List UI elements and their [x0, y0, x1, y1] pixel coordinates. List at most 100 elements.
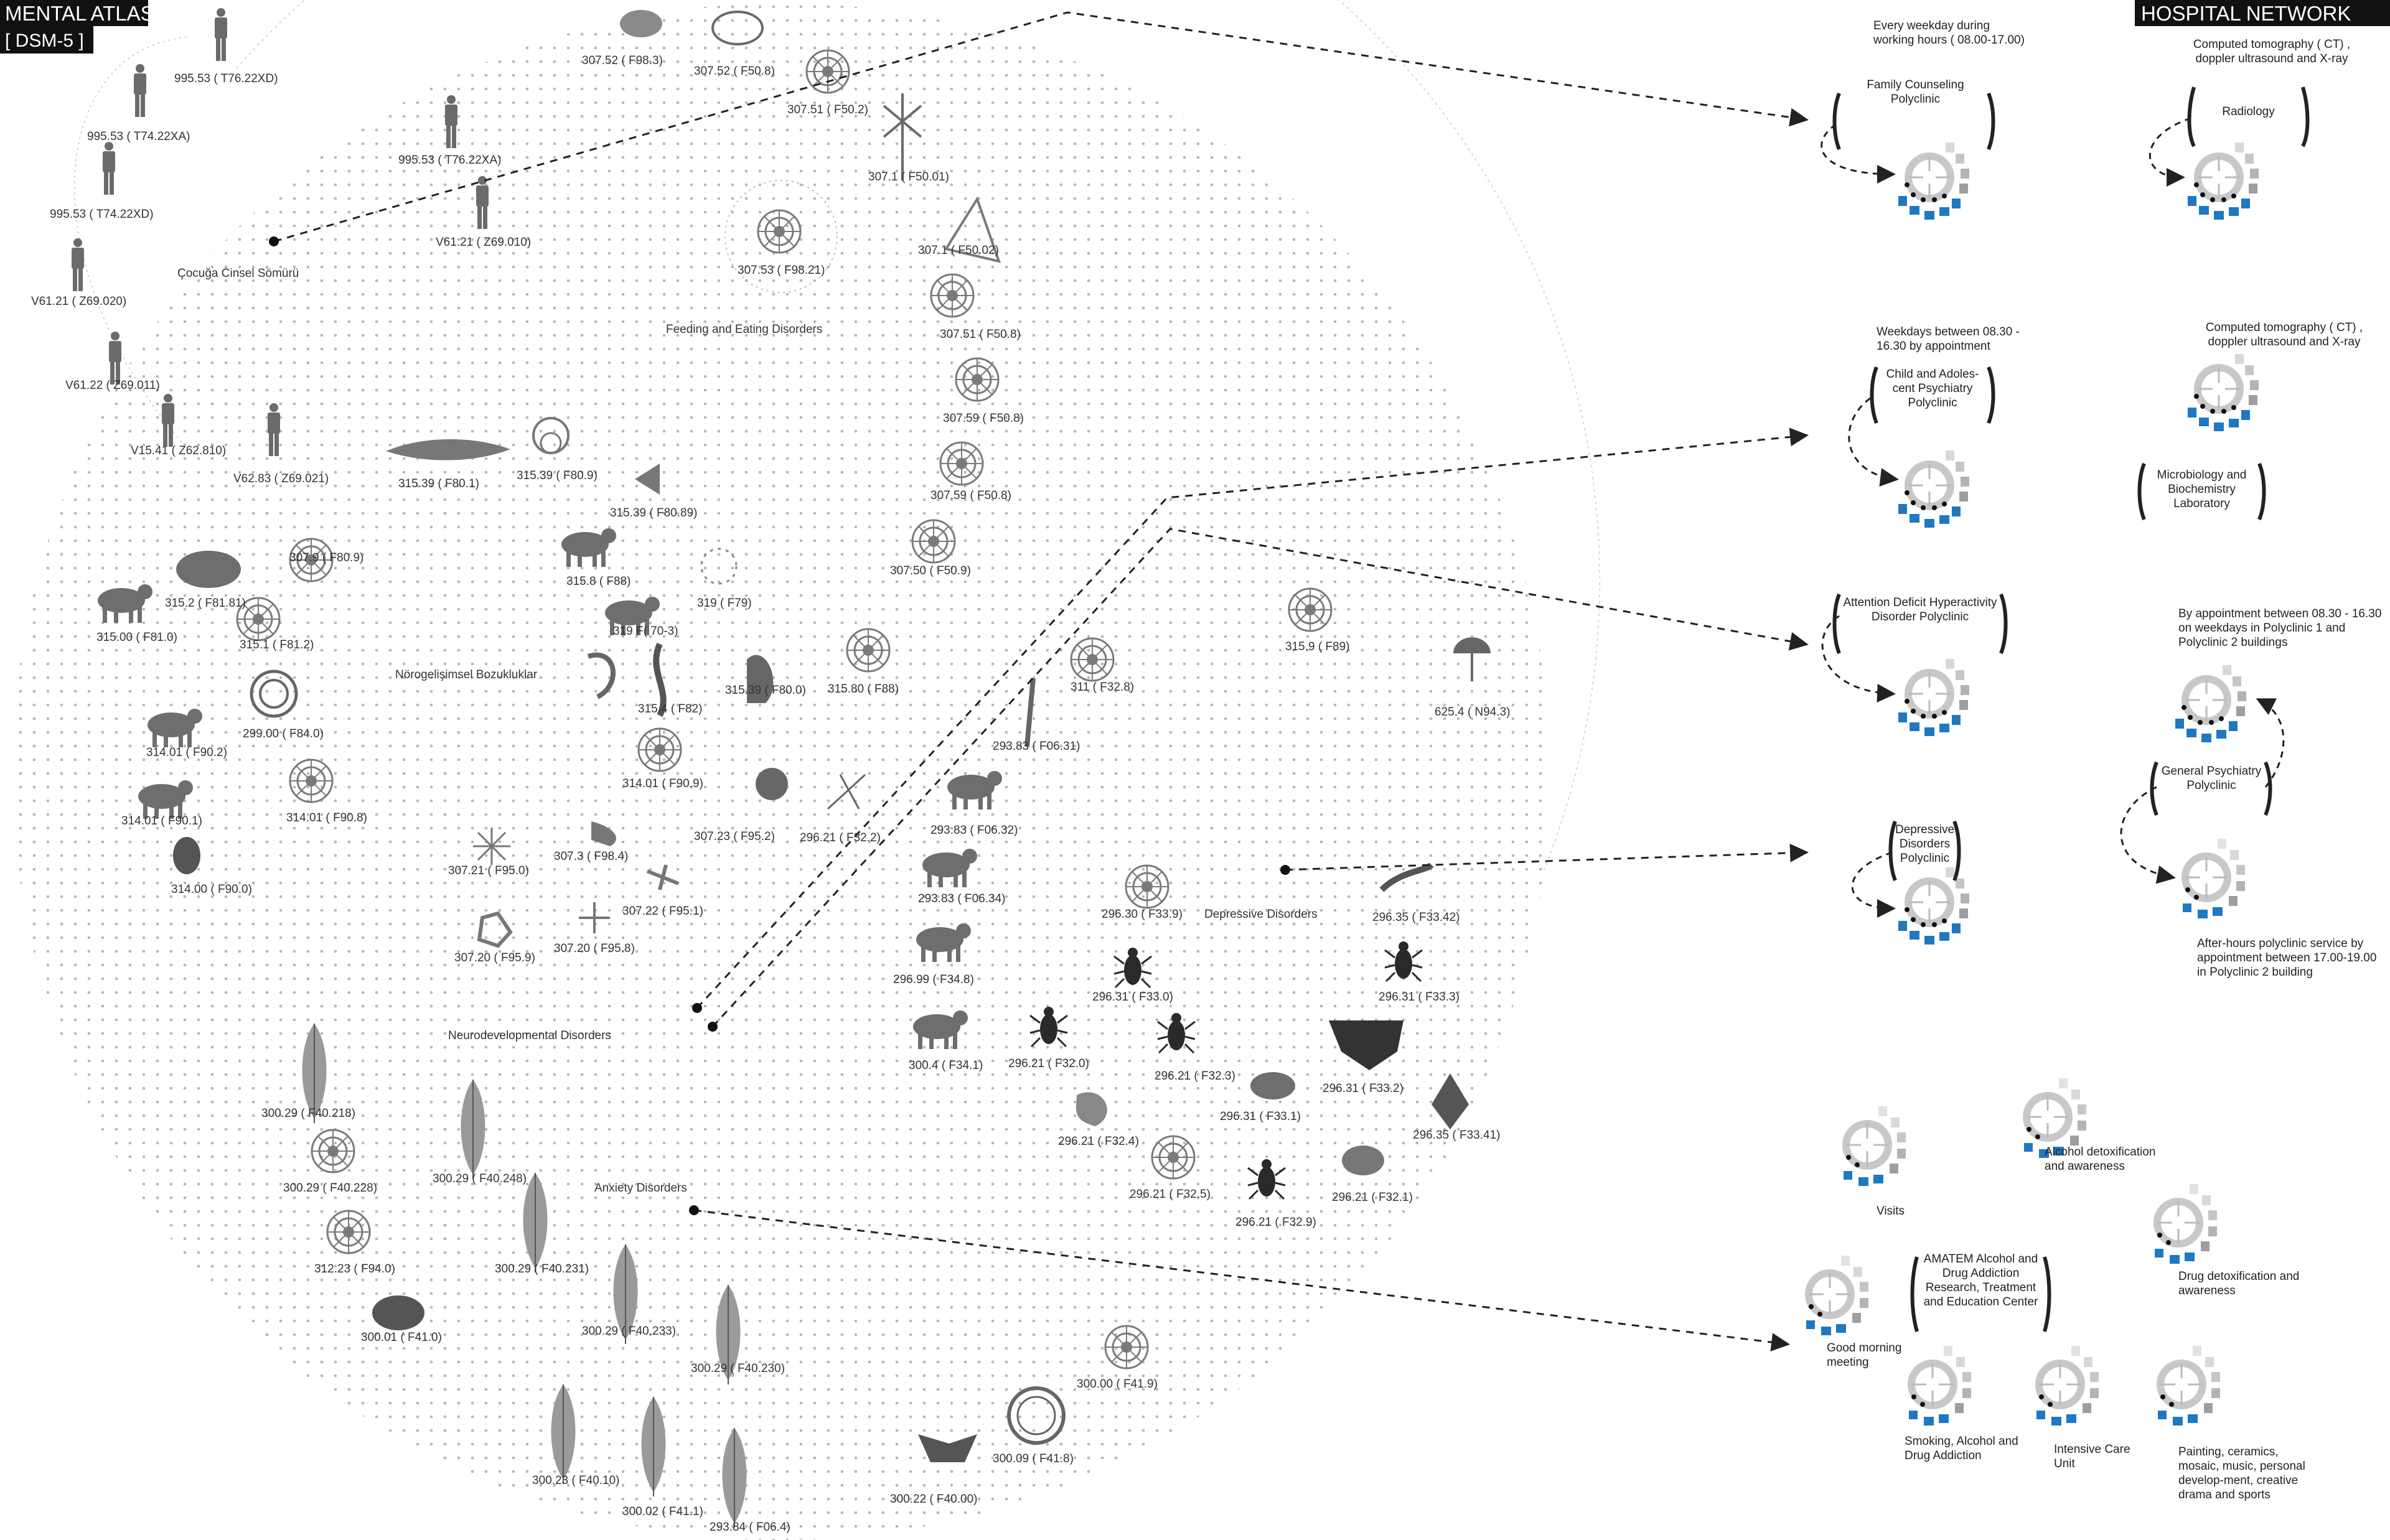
code-label: 296.31 ( F33.0) [1092, 991, 1173, 1004]
code-label: 300.29 ( F40.248) [433, 1172, 527, 1185]
code-label: 296.31 ( F33.1) [1220, 1110, 1301, 1123]
code-label: 307.20 ( F95.9) [454, 951, 535, 964]
code-label: 307.1 ( F50.02) [918, 244, 999, 257]
code-label: 300.4 ( F34.1) [909, 1059, 983, 1072]
code-label: 315.2 ( F81.81) [165, 597, 246, 610]
microbiology-laboratory[interactable]: Microbiology and Biochemistry Laboratory [2157, 469, 2247, 510]
svg-text:MENTAL ATLAS: MENTAL ATLAS [5, 2, 154, 25]
visits-label: Visits [1877, 1205, 1905, 1218]
depressive-disorders-polyclinic[interactable]: Depressive Disorders Polyclinic [1895, 823, 1955, 865]
child-hours-note: Weekdays between 08.30 - 16.30 by appoin… [1877, 325, 2020, 353]
cluster-label-anxiety: Anxiety Disorders [594, 1182, 687, 1195]
code-label: 296.35 ( F33.41) [1413, 1129, 1500, 1142]
code-label: 307.1 ( F50.01) [868, 170, 949, 184]
code-label: 307.23 ( F95.2) [694, 830, 775, 843]
code-label: 300.00 ( F41.9) [1077, 1378, 1158, 1391]
code-label: 319 ( F79) [697, 597, 752, 610]
code-label: 315.00 ( F81.0) [96, 631, 177, 644]
curved-arrows [1821, 117, 2285, 918]
alcohol-detox-label: Alcohol detoxification and awareness [2045, 1146, 2156, 1173]
family-hours-note: Every weekday during working hours ( 08.… [1873, 19, 2025, 47]
code-label: 296.31 ( F33.3) [1379, 991, 1460, 1004]
painting-label: Painting, ceramics, mosaic, music, perso… [2178, 1445, 2305, 1501]
code-label: 300.29 ( F40.218) [261, 1107, 355, 1120]
brackets [1832, 86, 2310, 1332]
code-label: 296.30 ( F33.9) [1102, 908, 1183, 921]
anxiety-glyphs [301, 1023, 1149, 1528]
code-label: 300.29 ( F40.228) [283, 1182, 377, 1195]
code-label: 307.51 ( F50.2) [787, 103, 868, 116]
code-label: 315.39 ( F80.9) [517, 469, 598, 482]
cluster-label-cocuga: Çocuğa Cinsel Sömürü [177, 267, 299, 280]
code-label: 307.50 ( F50.9) [890, 564, 971, 577]
code-label: 314.01 ( F90.9) [622, 777, 703, 790]
code-label: 315.4 ( F82) [638, 702, 703, 716]
code-label: 296.21 ( F32.1) [1332, 1191, 1413, 1204]
code-label: 296.21 ( F32.3) [1155, 1070, 1235, 1083]
mental-atlas-header: MENTAL ATLAS [ DSM-5 ] [0, 0, 154, 54]
icu-label: Intensive Care Unit [2054, 1443, 2130, 1470]
code-label: 995.53 ( T76.22XA) [398, 154, 501, 167]
code-label: 296.21 ( F32.9) [1235, 1216, 1316, 1229]
code-label: 293.83 ( F06.31) [993, 740, 1080, 753]
code-label: 307.52 ( F50.8) [694, 65, 775, 78]
adhd-polyclinic[interactable]: Attention Deficit Hyperactivity Disorder… [1843, 596, 1997, 623]
code-label: 296.35 ( F33.42) [1372, 911, 1460, 924]
radiology-note: Computed tomography ( CT) , doppler ultr… [2193, 38, 2351, 65]
family-counseling-polyclinic[interactable]: Family Counseling Polyclinic [1867, 78, 1964, 106]
code-label: 307.3 ( F98.4) [554, 850, 628, 863]
code-label: 307.59 ( F50.8) [930, 489, 1011, 502]
radiology-unit[interactable]: Radiology [2222, 105, 2275, 118]
code-label: 300.23 ( F40.10) [532, 1474, 619, 1487]
code-label: 299.00 ( F84.0) [243, 727, 324, 740]
general-psychiatry-polyclinic[interactable]: General Psychiatry Polyclinic [2161, 765, 2262, 792]
code-label: 307.9 ( F80.9) [289, 551, 363, 564]
amatem-center[interactable]: AMATEM Alcohol and Drug Addiction Resear… [1923, 1253, 2038, 1309]
code-label: 307.59 ( F50.8) [943, 412, 1024, 425]
neuro-glyphs [98, 417, 1491, 1049]
connector-dots [269, 236, 1290, 1215]
svg-text:HOSPITAL NETWORK: HOSPITAL NETWORK [2141, 2, 2351, 25]
code-label: V61.22 ( Z69.011) [65, 379, 160, 392]
code-label: 296.21 ( F32.0) [1008, 1057, 1089, 1070]
code-label: 311 ( F32.8) [1071, 681, 1134, 694]
code-label: 315.8 ( F88) [566, 575, 631, 588]
code-label: 300.29 ( F40.231) [495, 1262, 589, 1276]
code-label: 307.52 ( F98.3) [582, 54, 663, 67]
drug-detox-label: Drug detoxification and awareness [2178, 1270, 2300, 1297]
code-label: 315.9 ( F89) [1285, 640, 1350, 653]
code-label: V61.21 ( Z69.020) [31, 295, 126, 308]
code-label: 315.39 ( F80.89) [610, 506, 697, 520]
code-label: V15.41 ( Z62.810) [131, 444, 226, 457]
code-label: 300.22 ( F40.00) [890, 1493, 977, 1506]
code-label: 307.51 ( F50.8) [940, 328, 1021, 341]
code-label: 307.22 ( F95.1) [622, 905, 703, 918]
cluster-arc-left [73, 37, 187, 449]
code-label: 315.39 ( F80.0) [725, 684, 806, 697]
cluster-label-norogelisimsel: Nörogelişimsel Bozukluklar [395, 668, 538, 681]
outer-faint-arc [236, 0, 1601, 872]
code-label: 296.31 ( F33.2) [1323, 1082, 1404, 1095]
feeding-glyphs [620, 10, 1001, 564]
code-label: 300.09 ( F41.8) [993, 1452, 1074, 1465]
code-label: 300.29 ( F40.233) [582, 1325, 676, 1338]
general-hours-note: By appointment between 08.30 - 16.30 on … [2178, 607, 2382, 649]
ct-note: Computed tomography ( CT) , doppler ultr… [2205, 321, 2363, 348]
code-label: 300.02 ( F41.1) [622, 1505, 703, 1518]
depressive-glyphs [1029, 862, 1469, 1200]
code-label: 314.01 ( F90.1) [121, 814, 202, 828]
good-morning-label: Good morning meeting [1827, 1342, 1902, 1369]
cluster-label-depressive: Depressive Disorders [1204, 908, 1318, 921]
child-adolescent-polyclinic[interactable]: Child and Adoles-cent Psychiatry Polycli… [1886, 368, 1979, 409]
code-label: 300.29 ( F40.230) [691, 1362, 785, 1375]
hospital-network-header: HOSPITAL NETWORK [2135, 0, 2390, 26]
code-labels: 995.53 ( T76.22XD) 995.53 ( T74.22XA) 99… [31, 54, 1510, 1534]
code-label: V62.83 ( Z69.021) [233, 472, 329, 485]
code-label: 995.53 ( T76.22XD) [174, 72, 278, 85]
code-label: 314.01 ( F90.8) [286, 811, 367, 824]
code-label: 307.53 ( F98.21) [738, 264, 825, 277]
code-label: 296.21 ( F32.2) [800, 831, 881, 844]
code-label: 995.53 ( T74.22XA) [87, 130, 190, 143]
code-label: 315.1 ( F81.2) [240, 638, 314, 651]
